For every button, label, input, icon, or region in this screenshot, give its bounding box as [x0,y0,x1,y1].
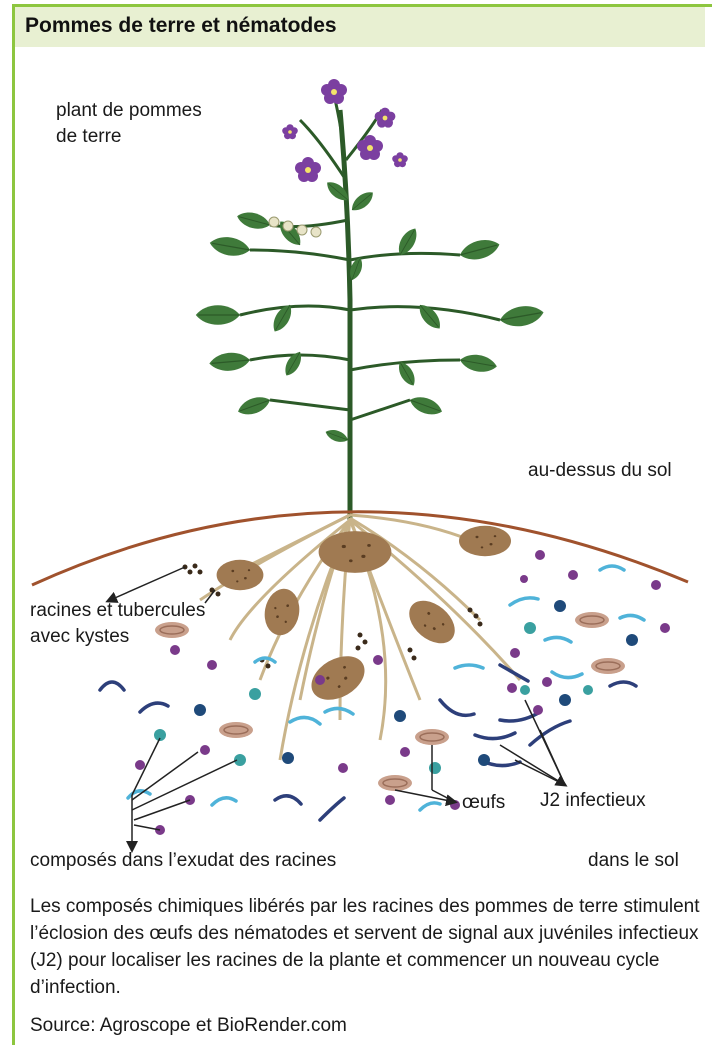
label-in-soil: dans le sol [588,848,679,873]
label-roots-tubers-line1: racines et tubercules [30,598,205,623]
label-eggs: œufs [462,790,505,815]
label-plant-line2: de terre [56,124,121,149]
caption: Les composés chimiques libérés par les r… [30,893,700,1001]
plant-leaves [196,178,545,445]
label-plant-line1: plant de pommes [56,98,202,123]
label-j2: J2 infectieux [540,788,646,813]
label-exudate: composés dans l’exudat des racines [30,848,336,873]
tubers [217,526,511,709]
plant [240,95,500,520]
label-roots-tubers-line2: avec kystes [30,624,129,649]
source-credit: Source: Agroscope et BioRender.com [30,1015,347,1037]
label-above-ground: au-dessus du sol [528,458,672,483]
